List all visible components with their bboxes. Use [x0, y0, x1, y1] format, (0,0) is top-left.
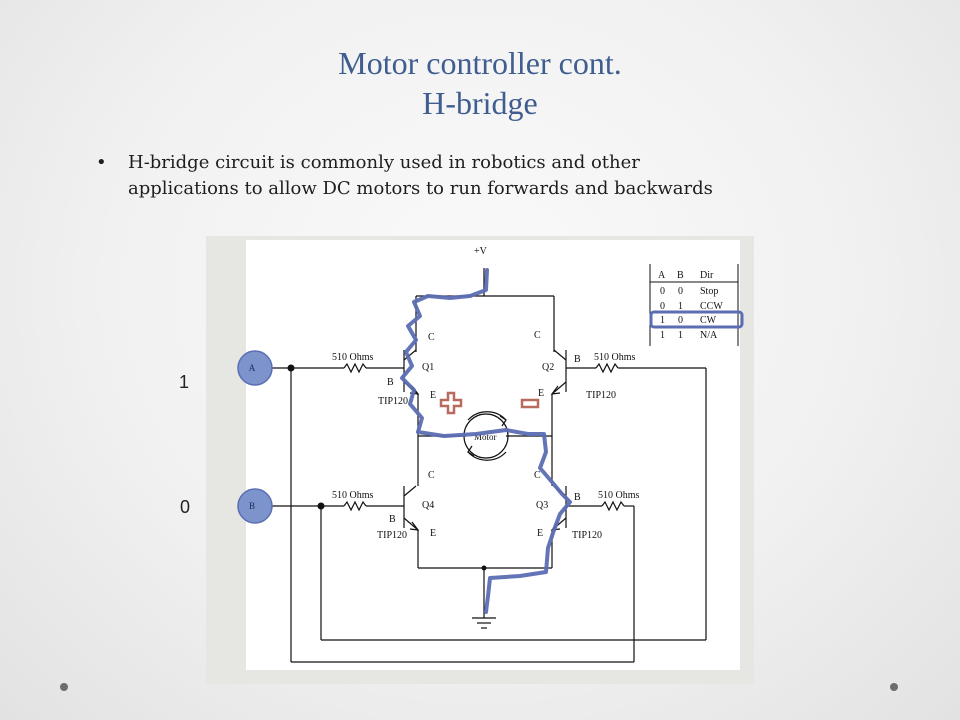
svg-text:0: 0 — [660, 286, 665, 297]
svg-text:TIP120: TIP120 — [572, 530, 602, 541]
svg-text:C: C — [534, 470, 541, 481]
svg-text:TIP120: TIP120 — [377, 530, 407, 541]
svg-text:0: 0 — [678, 286, 683, 297]
diagram-canvas — [246, 240, 740, 670]
resistor-r4-label: 510 Ohms — [598, 490, 640, 501]
svg-text:1: 1 — [660, 330, 665, 341]
svg-text:Stop: Stop — [700, 286, 718, 297]
svg-text:0: 0 — [678, 315, 683, 326]
bullet-dot-icon: • — [96, 152, 107, 173]
svg-text:+V: +V — [474, 246, 488, 257]
bullet-list: • H-bridge circuit is commonly used in r… — [96, 150, 756, 202]
bullet-text: H-bridge circuit is commonly used in rob… — [128, 152, 713, 199]
svg-text:Dir: Dir — [700, 270, 714, 281]
svg-text:N/A: N/A — [700, 330, 718, 341]
svg-text:C: C — [534, 330, 541, 341]
slide-title-line-2: H-bridge — [422, 85, 538, 121]
nav-dot-left-icon[interactable] — [60, 683, 68, 691]
q4-label: Q4 — [422, 500, 434, 511]
input-a-node — [237, 350, 273, 386]
current-path — [400, 268, 572, 614]
resistor-r2-label: 510 Ohms — [594, 352, 636, 363]
svg-text:1: 1 — [678, 330, 683, 341]
truth-table-highlight — [649, 310, 744, 329]
svg-text:1: 1 — [678, 301, 683, 312]
truth-table: A B Dir 0 0 Stop 0 1 CCW 1 0 CW 1 1 N/A — [649, 264, 739, 346]
svg-text:B: B — [574, 492, 581, 503]
svg-text:B: B — [574, 354, 581, 365]
svg-text:CCW: CCW — [700, 301, 723, 312]
svg-text:1: 1 — [660, 315, 665, 326]
svg-text:B: B — [387, 377, 394, 388]
svg-text:0: 0 — [660, 301, 665, 312]
plus-marker-icon — [439, 391, 463, 415]
svg-text:CW: CW — [700, 315, 717, 326]
resistor-r3-label: 510 Ohms — [332, 490, 374, 501]
svg-text:TIP120: TIP120 — [378, 396, 408, 407]
input-b-state: 0 — [180, 497, 191, 517]
svg-text:C: C — [428, 470, 435, 481]
input-b-node — [237, 488, 273, 524]
svg-text:E: E — [430, 528, 436, 539]
svg-text:E: E — [430, 390, 436, 401]
svg-text:C: C — [428, 332, 435, 343]
q2-label: Q2 — [542, 362, 554, 373]
motor-label: Motor — [474, 432, 497, 442]
svg-text:E: E — [537, 528, 543, 539]
svg-text:A: A — [658, 270, 666, 281]
input-b-label: B — [249, 501, 255, 511]
input-a-state: 1 — [179, 372, 190, 392]
svg-text:E: E — [538, 388, 544, 399]
minus-marker-icon — [520, 398, 540, 409]
input-a-label: A — [249, 363, 256, 373]
q3-label: Q3 — [536, 500, 548, 511]
q1-label: Q1 — [422, 362, 434, 373]
nav-dot-right-icon[interactable] — [890, 683, 898, 691]
svg-text:B: B — [389, 514, 396, 525]
resistor-r1-label: 510 Ohms — [332, 352, 374, 363]
slide-title-line-1: Motor controller cont. — [338, 45, 622, 81]
svg-text:B: B — [677, 270, 684, 281]
svg-text:TIP120: TIP120 — [586, 390, 616, 401]
